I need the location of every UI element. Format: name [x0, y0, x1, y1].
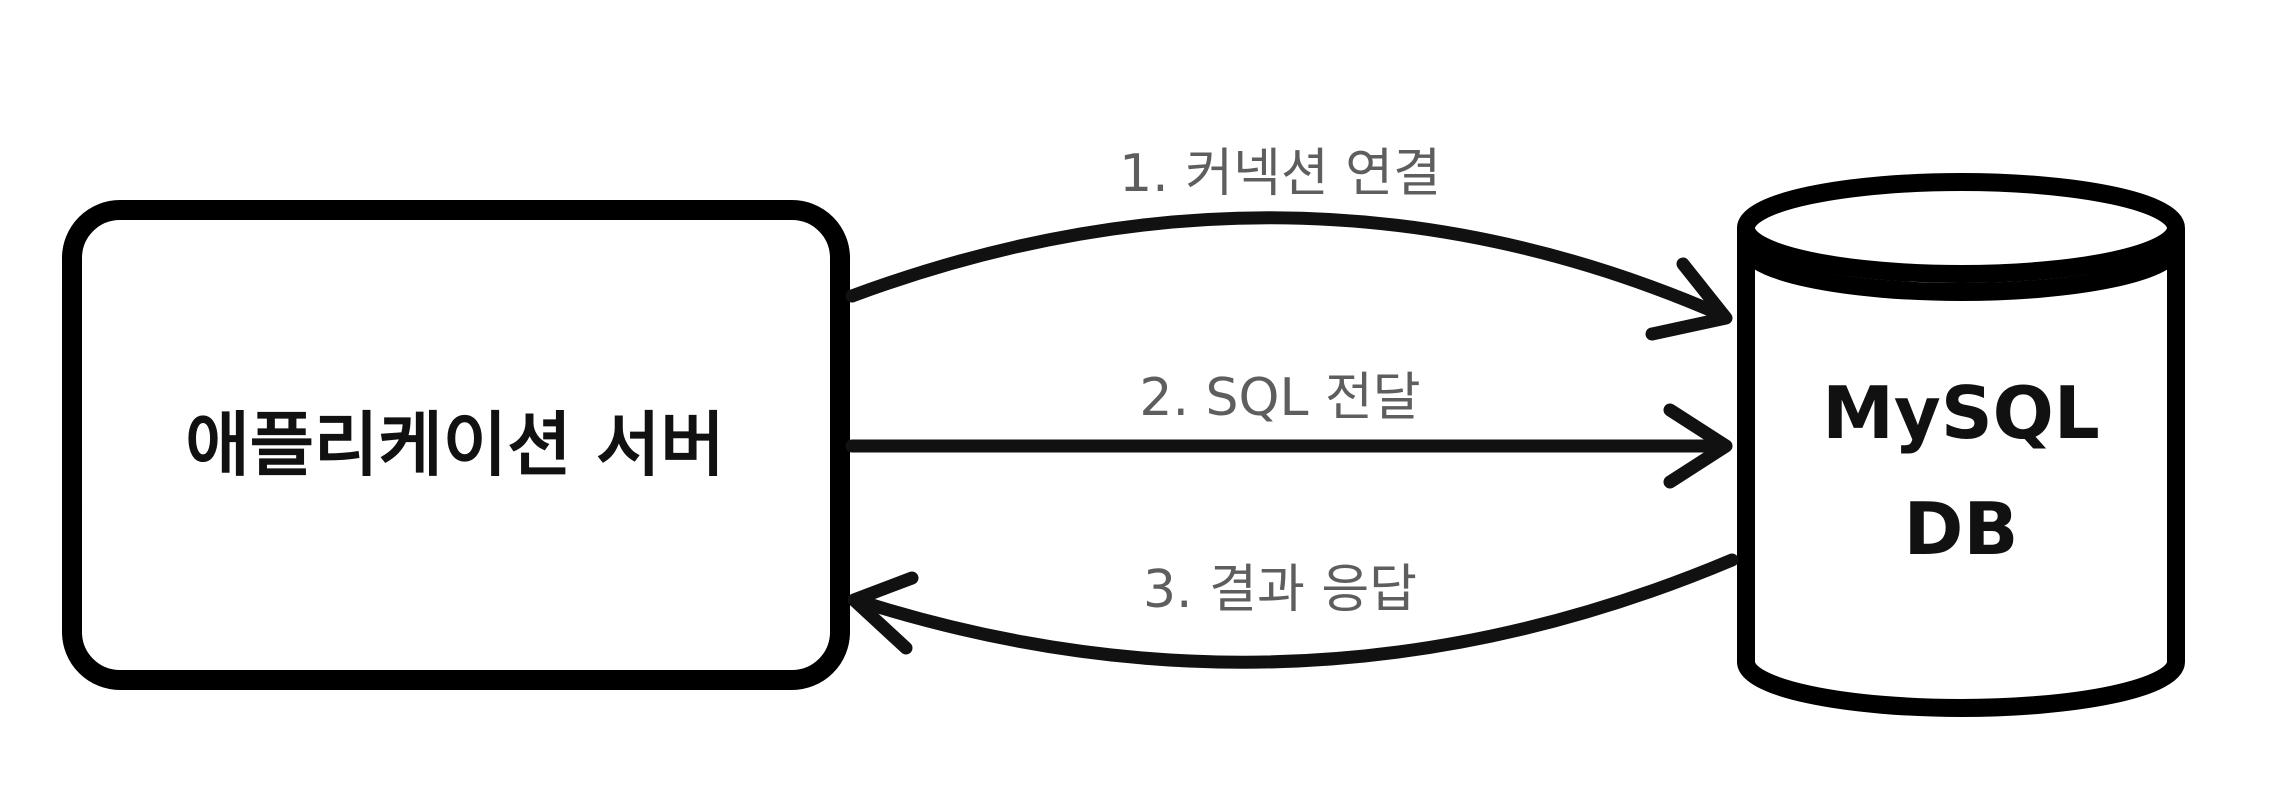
- arrow-sql: [845, 403, 1733, 489]
- arrow-response: [847, 553, 1739, 669]
- edge-label-sql: 2. SQL 전달: [1139, 368, 1421, 428]
- arrow-connect-line: [845, 211, 1731, 323]
- db-cylinder-rim: [1737, 244, 2185, 301]
- app-server-label: 애플리케이션 서버: [185, 404, 725, 486]
- arrow-connect: [845, 211, 1733, 341]
- arrow-connect-head: [1645, 257, 1733, 341]
- db-cylinder: [1737, 173, 2185, 717]
- edge-label-response: 3. 결과 응답: [1142, 560, 1418, 620]
- db-label: MySQL DB: [1746, 355, 2176, 587]
- arrow-sql-head: [1663, 403, 1733, 489]
- arrow-response-head: [847, 571, 919, 655]
- arrow-response-line: [849, 553, 1739, 669]
- db-label-line1: MySQL: [1822, 371, 2100, 455]
- app-server-box: [62, 200, 850, 690]
- db-label-line2: DB: [1903, 487, 2019, 571]
- db-cylinder-top: [1737, 173, 2185, 283]
- edge-label-connect: 1. 커넥션 연결: [1119, 144, 1441, 204]
- db-cylinder-body: [1737, 228, 2185, 717]
